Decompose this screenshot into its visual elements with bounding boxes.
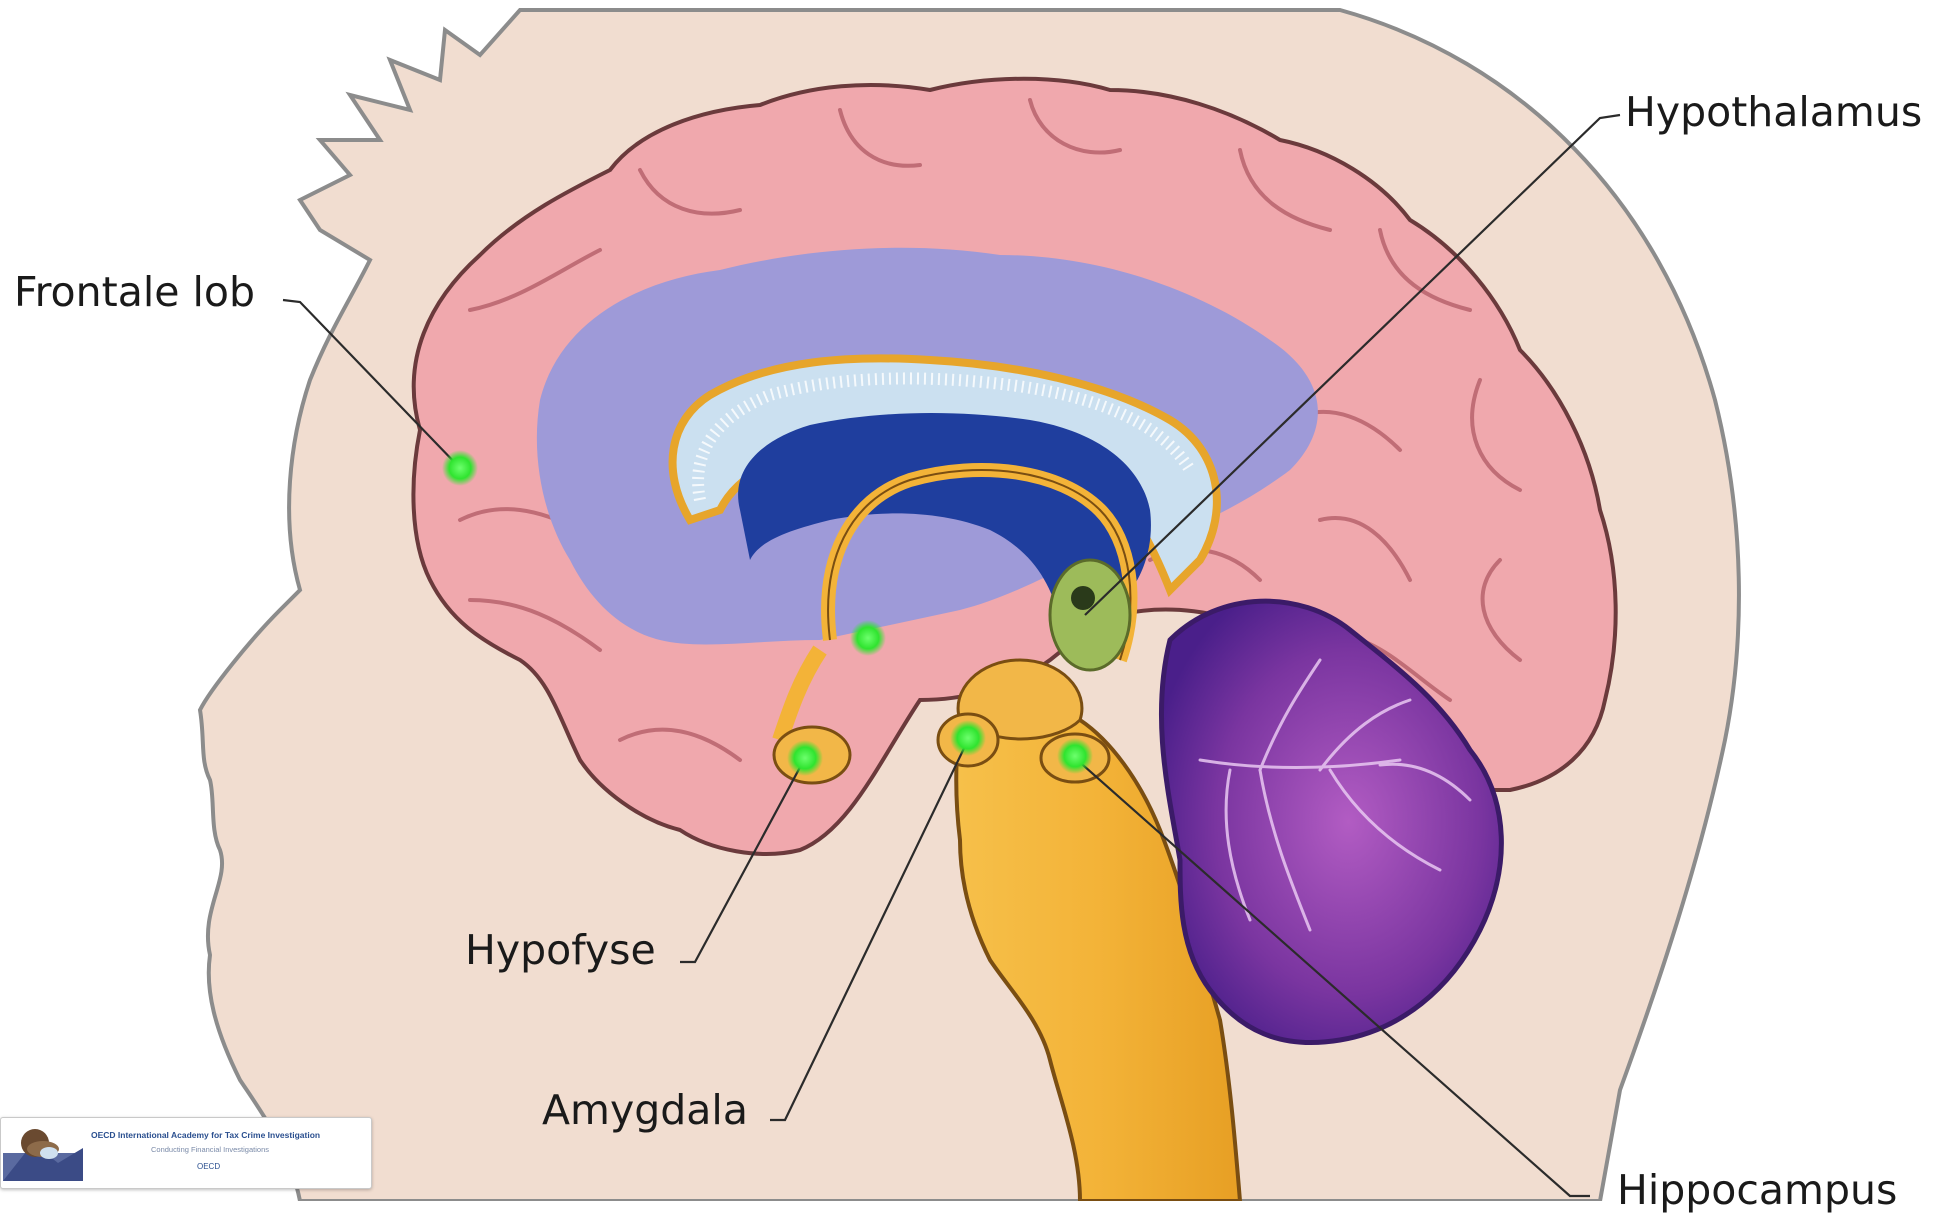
- label-hippocampus: Hippocampus: [1617, 1170, 1897, 1211]
- marker-dot: [787, 740, 823, 776]
- thalamus: [1050, 560, 1130, 670]
- marker-dot: [442, 450, 478, 486]
- oecd-card-subtitle: Conducting Financial Investigations: [151, 1145, 269, 1154]
- oecd-logo-card: OECD International Academy for Tax Crime…: [0, 1117, 372, 1189]
- academy-logo-icon: [3, 1123, 87, 1183]
- label-amygdala: Amygdala: [542, 1090, 748, 1131]
- marker-dot: [850, 620, 886, 656]
- label-frontal-lobe: Frontale lob: [14, 272, 255, 313]
- oecd-card-title: OECD International Academy for Tax Crime…: [91, 1130, 320, 1140]
- marker-dot: [1057, 738, 1093, 774]
- marker-dot: [950, 720, 986, 756]
- thalamus-nucleus: [1071, 586, 1095, 610]
- oecd-brand: OECD: [197, 1162, 220, 1171]
- label-hypothalamus: Hypothalamus: [1625, 92, 1922, 133]
- label-hypofyse: Hypofyse: [465, 930, 656, 971]
